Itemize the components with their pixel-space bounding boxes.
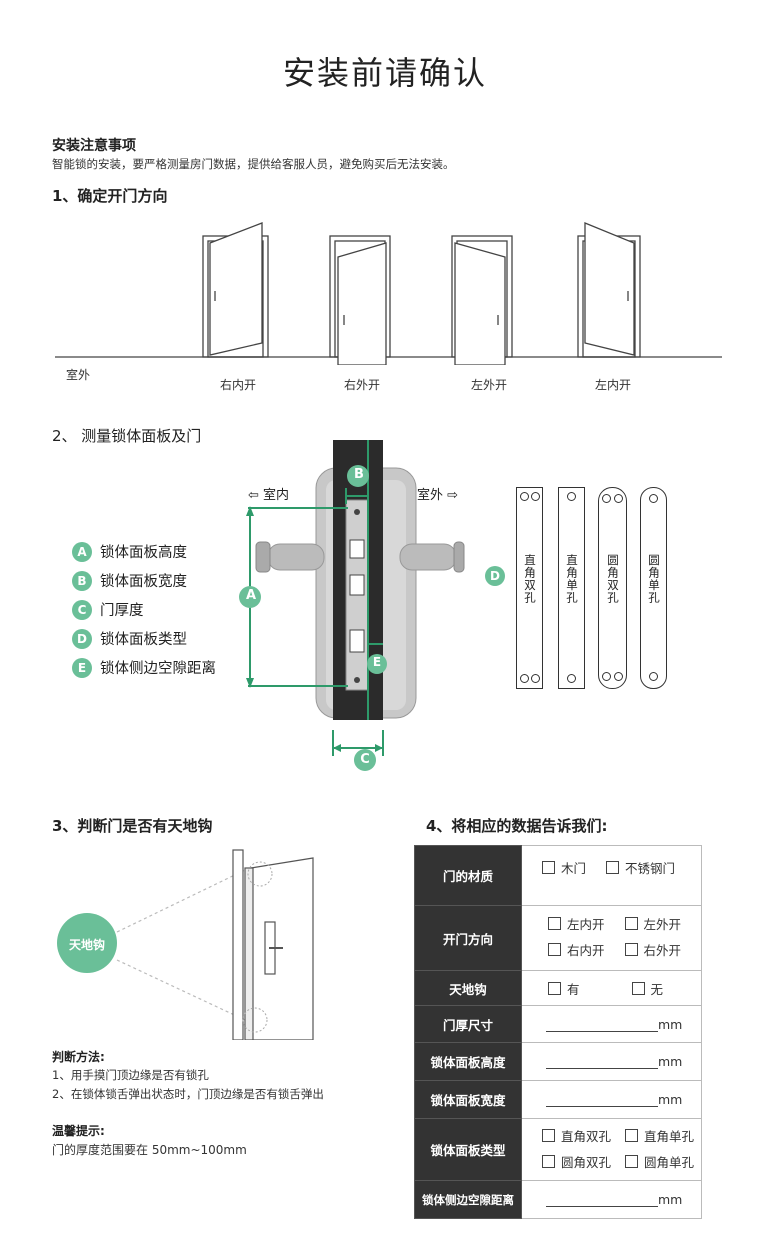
- letter-a: A: [245, 588, 257, 603]
- method-step-1: 1、用手摸门顶边缘是否有锁孔: [52, 1068, 209, 1082]
- plate-label-2: 直角单孔: [565, 554, 579, 604]
- opt-left-out[interactable]: 左外开: [624, 912, 681, 938]
- notice-heading: 安装注意事项: [52, 138, 136, 154]
- section3-heading: 3、判断门是否有天地钩: [52, 817, 213, 835]
- row-direction: 开门方向 左内开 左外开 右内开 右外开: [414, 905, 702, 971]
- legend-text-d: 锁体面板类型: [100, 632, 187, 648]
- plate-label-4: 圆角单孔: [647, 554, 661, 604]
- badge-e: E: [72, 657, 92, 678]
- opt-left-in[interactable]: 左内开: [548, 912, 605, 938]
- row-material: 门的材质 木门 不锈钢门: [414, 845, 702, 906]
- hook-door-diagram: [57, 849, 314, 1040]
- door-label-3: 左外开: [470, 378, 507, 392]
- outdoor-text: 室外: [417, 488, 444, 503]
- door-right-outward: [329, 235, 391, 365]
- opt-square-single[interactable]: 直角单孔: [625, 1124, 694, 1150]
- legend-text-b: 锁体面板宽度: [100, 574, 187, 590]
- label-type: 锁体面板类型: [414, 1118, 522, 1181]
- letter-d: D: [485, 566, 505, 586]
- section2-heading: 2、 测量锁体面板及门: [52, 427, 202, 445]
- legend-text-a: 锁体面板高度: [100, 545, 187, 561]
- opt-right-in[interactable]: 右内开: [548, 938, 605, 964]
- row-gap: 锁体侧边空隙距离 mm: [414, 1180, 702, 1219]
- plate-round-single: 圆角单孔: [640, 487, 667, 689]
- method-step-2: 2、在锁体锁舌弹出状态时，门顶边缘是否有锁舌弹出: [52, 1087, 324, 1101]
- legend-item-b: B 锁体面板宽度: [72, 566, 216, 595]
- door-label-4: 左内开: [594, 378, 631, 392]
- plate-square-double: 直角双孔: [516, 487, 543, 689]
- opt-right-out[interactable]: 右外开: [624, 938, 681, 964]
- row-type: 锁体面板类型 直角双孔 直角单孔 圆角双孔 圆角单孔: [414, 1118, 702, 1181]
- badge-a: A: [72, 541, 92, 562]
- outdoor-label: 室外 ⇨: [417, 488, 459, 503]
- door-label-2: 右外开: [343, 378, 380, 392]
- indoor-text: 室内: [263, 488, 290, 503]
- lock-measure-diagram: [239, 440, 465, 771]
- notice-text: 智能锁的安装，要严格测量房门数据，提供给客服人员，避免购买后无法安装。: [52, 157, 455, 171]
- letter-c: C: [360, 752, 370, 767]
- door-left-inward: [577, 222, 641, 358]
- label-width: 锁体面板宽度: [414, 1080, 522, 1119]
- legend-item-e: E 锁体侧边空隙距离: [72, 653, 216, 682]
- page-title: 安装前请确认: [282, 54, 487, 92]
- checkbox: [542, 861, 555, 874]
- opt-round-double[interactable]: 圆角双孔: [542, 1150, 611, 1176]
- legend-text-c: 门厚度: [100, 603, 144, 619]
- opt-square-double[interactable]: 直角双孔: [542, 1124, 611, 1150]
- section4-heading: 4、将相应的数据告诉我们:: [426, 817, 608, 835]
- label-direction: 开门方向: [414, 905, 522, 971]
- data-form: 门的材质 木门 不锈钢门 开门方向 左内开 左外开 右内开 右外开 天地钩 有 …: [414, 845, 702, 1219]
- tip-heading: 温馨提示:: [52, 1124, 105, 1138]
- unit-mm: mm: [658, 1192, 683, 1207]
- unit-mm: mm: [658, 1092, 683, 1107]
- method-heading: 判断方法:: [52, 1050, 105, 1064]
- gap-input[interactable]: [546, 1194, 658, 1207]
- legend-item-d: D 锁体面板类型: [72, 624, 216, 653]
- label-gap: 锁体侧边空隙距离: [414, 1180, 522, 1219]
- section1-heading: 1、确定开门方向: [52, 187, 168, 205]
- plate-label-3: 圆角双孔: [606, 554, 620, 604]
- letter-b: B: [354, 467, 364, 482]
- label-material: 门的材质: [414, 845, 522, 906]
- label-hook: 天地钩: [414, 970, 522, 1006]
- legend-item-a: A 锁体面板高度: [72, 537, 216, 566]
- opt-hook-no[interactable]: 无: [631, 979, 663, 998]
- width-input[interactable]: [546, 1094, 658, 1107]
- height-input[interactable]: [546, 1056, 658, 1069]
- plate-round-double: 圆角双孔: [598, 487, 627, 689]
- label-thickness: 门厚尺寸: [414, 1005, 522, 1043]
- door-left-outward: [451, 235, 513, 365]
- door-label-1: 右内开: [219, 378, 256, 392]
- row-width: 锁体面板宽度 mm: [414, 1080, 702, 1119]
- measure-legend: A 锁体面板高度 B 锁体面板宽度 C 门厚度 D 锁体面板类型 E 锁体侧边空隙距离: [72, 537, 216, 682]
- thickness-input[interactable]: [546, 1019, 658, 1032]
- opt-round-single[interactable]: 圆角单孔: [625, 1150, 694, 1176]
- indoor-label: ⇦ 室内: [248, 488, 290, 503]
- door-right-inward: [202, 222, 269, 358]
- tip-text: 门的厚度范围要在 50mm~100mm: [52, 1143, 247, 1157]
- door-direction-diagram: [55, 222, 722, 365]
- row-thickness: 门厚尺寸 mm: [414, 1005, 702, 1043]
- legend-text-e: 锁体侧边空隙距离: [100, 661, 216, 677]
- label-height: 锁体面板高度: [414, 1042, 522, 1081]
- outside-label: 室外: [66, 368, 91, 382]
- opt-steel[interactable]: 不锈钢门: [606, 858, 675, 877]
- row-hook: 天地钩 有 无: [414, 970, 702, 1006]
- plate-label-1: 直角双孔: [523, 554, 537, 604]
- badge-c: C: [72, 599, 92, 620]
- letter-e: E: [372, 655, 382, 669]
- checkbox: [606, 861, 619, 874]
- opt-hook-yes[interactable]: 有: [548, 979, 580, 998]
- badge-b: B: [72, 570, 92, 591]
- plate-square-single: 直角单孔: [558, 487, 585, 689]
- opt-wood[interactable]: 木门: [542, 858, 586, 877]
- unit-mm: mm: [658, 1054, 683, 1069]
- hook-bubble-label: 天地钩: [68, 938, 105, 952]
- badge-d: D: [72, 628, 92, 649]
- unit-mm: mm: [658, 1016, 683, 1032]
- legend-item-c: C 门厚度: [72, 595, 216, 624]
- row-height: 锁体面板高度 mm: [414, 1042, 702, 1081]
